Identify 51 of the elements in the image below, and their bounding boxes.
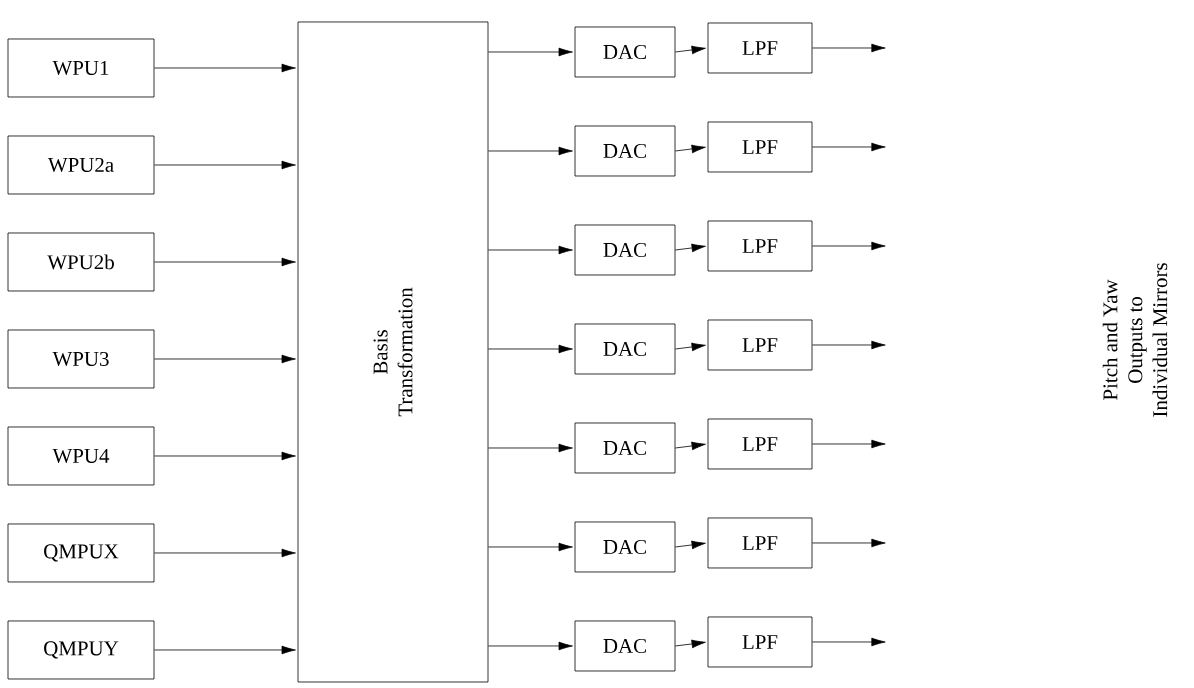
filter-box: LPF bbox=[707, 616, 813, 668]
arrow bbox=[488, 641, 573, 651]
input-box: WPU1 bbox=[7, 38, 155, 98]
arrow bbox=[488, 443, 573, 453]
arrow bbox=[154, 645, 296, 655]
filter-box: LPF bbox=[707, 418, 813, 470]
arrow bbox=[812, 538, 886, 548]
arrow bbox=[488, 344, 573, 354]
converter-box: DAC bbox=[574, 26, 676, 78]
arrow bbox=[675, 45, 706, 55]
arrow bbox=[154, 160, 296, 170]
arrow bbox=[154, 548, 296, 558]
arrow bbox=[812, 241, 886, 251]
arrow bbox=[154, 63, 296, 73]
filter-box: LPF bbox=[707, 22, 813, 74]
arrow bbox=[488, 245, 573, 255]
converter-box: DAC bbox=[574, 422, 676, 474]
arrow bbox=[812, 340, 886, 350]
arrow bbox=[675, 441, 706, 451]
arrow bbox=[154, 257, 296, 267]
arrow bbox=[812, 637, 886, 647]
filter-box: LPF bbox=[707, 121, 813, 173]
arrow bbox=[675, 540, 706, 550]
arrow bbox=[675, 639, 706, 649]
input-box: WPU2a bbox=[7, 135, 155, 195]
filter-box: LPF bbox=[707, 220, 813, 272]
arrow bbox=[488, 542, 573, 552]
converter-box: DAC bbox=[574, 224, 676, 276]
converter-box: DAC bbox=[574, 323, 676, 375]
arrow bbox=[675, 342, 706, 352]
input-box: WPU2b bbox=[7, 232, 155, 292]
converter-box: DAC bbox=[574, 521, 676, 573]
arrow bbox=[812, 43, 886, 53]
filter-box: LPF bbox=[707, 517, 813, 569]
converter-box: DAC bbox=[574, 125, 676, 177]
input-box: WPU3 bbox=[7, 329, 155, 389]
input-box: QMPUX bbox=[7, 523, 155, 583]
converter-box: DAC bbox=[574, 620, 676, 672]
arrow bbox=[675, 243, 706, 253]
arrow bbox=[488, 47, 573, 57]
filter-box: LPF bbox=[707, 319, 813, 371]
arrow bbox=[675, 144, 706, 154]
input-box: QMPUY bbox=[7, 620, 155, 680]
arrow bbox=[488, 146, 573, 156]
arrow bbox=[154, 354, 296, 364]
rotated-caption: Pitch and Yaw Outputs to Individual Mirrors bbox=[1102, 263, 1168, 417]
transformation-box: Basis Transformation bbox=[297, 21, 489, 683]
input-box: WPU4 bbox=[7, 426, 155, 486]
arrow bbox=[812, 142, 886, 152]
arrow bbox=[154, 451, 296, 461]
arrow bbox=[812, 439, 886, 449]
